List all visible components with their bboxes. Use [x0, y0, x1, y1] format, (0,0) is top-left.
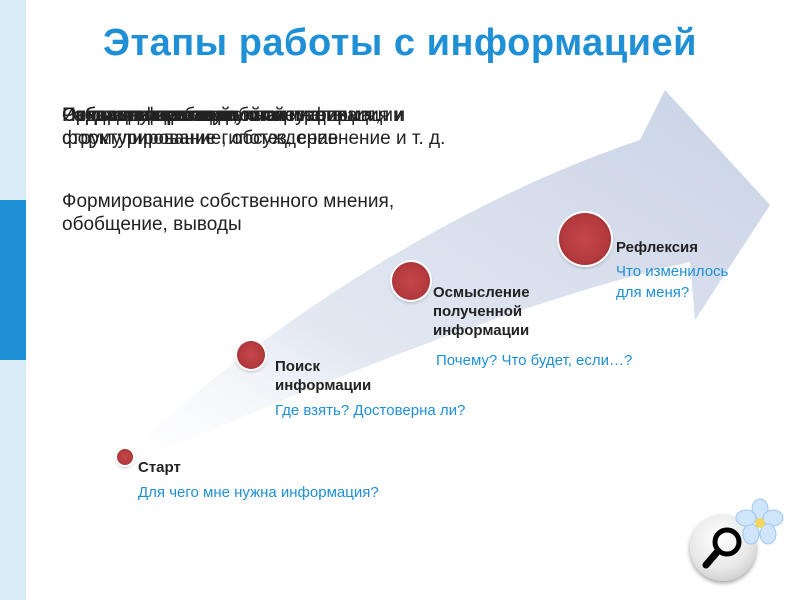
- stage-marker: [559, 213, 611, 265]
- stage-question: Почему? Что будет, если…?: [436, 352, 633, 369]
- page-title: Этапы работы с информацией: [102, 22, 698, 64]
- left-bar-lower: [0, 360, 26, 600]
- left-bar-accent: [0, 200, 26, 360]
- overlap-text: Индивидуальная работа: [62, 105, 279, 126]
- overlap-text: Поиск информации: [62, 105, 234, 126]
- stage-marker: [392, 262, 430, 300]
- left-bar-upper: [0, 60, 26, 200]
- overlap-text: Отбор информации, систематизация и струк…: [62, 105, 406, 149]
- stage-question: Для чего мне нужна информация?: [138, 484, 379, 501]
- arrow-shape: [100, 90, 770, 480]
- stage-marker: [117, 449, 133, 465]
- overlap-text: Подведение итогов, интерпретация, формул…: [62, 105, 446, 149]
- stage-title: Старт: [138, 459, 181, 476]
- flower-icon: [735, 498, 784, 545]
- stage-title: Рефлексия: [616, 239, 699, 256]
- overlap-text: Работа в парах и группах: [62, 105, 286, 126]
- overlap-text: Формирование собственного мнения, обобще…: [62, 191, 395, 235]
- left-bar-top: [0, 0, 26, 60]
- overlap-text: Осмысление полученной информации: [62, 105, 404, 126]
- overlap-text: Создание проблемной ситуации: [62, 105, 348, 126]
- overlap-text: Сравнение мнений: [62, 105, 231, 126]
- stage-question: Где взять? Достоверна ли?: [275, 402, 466, 419]
- stage-marker: [237, 341, 265, 369]
- magnifier-icon: [702, 527, 742, 569]
